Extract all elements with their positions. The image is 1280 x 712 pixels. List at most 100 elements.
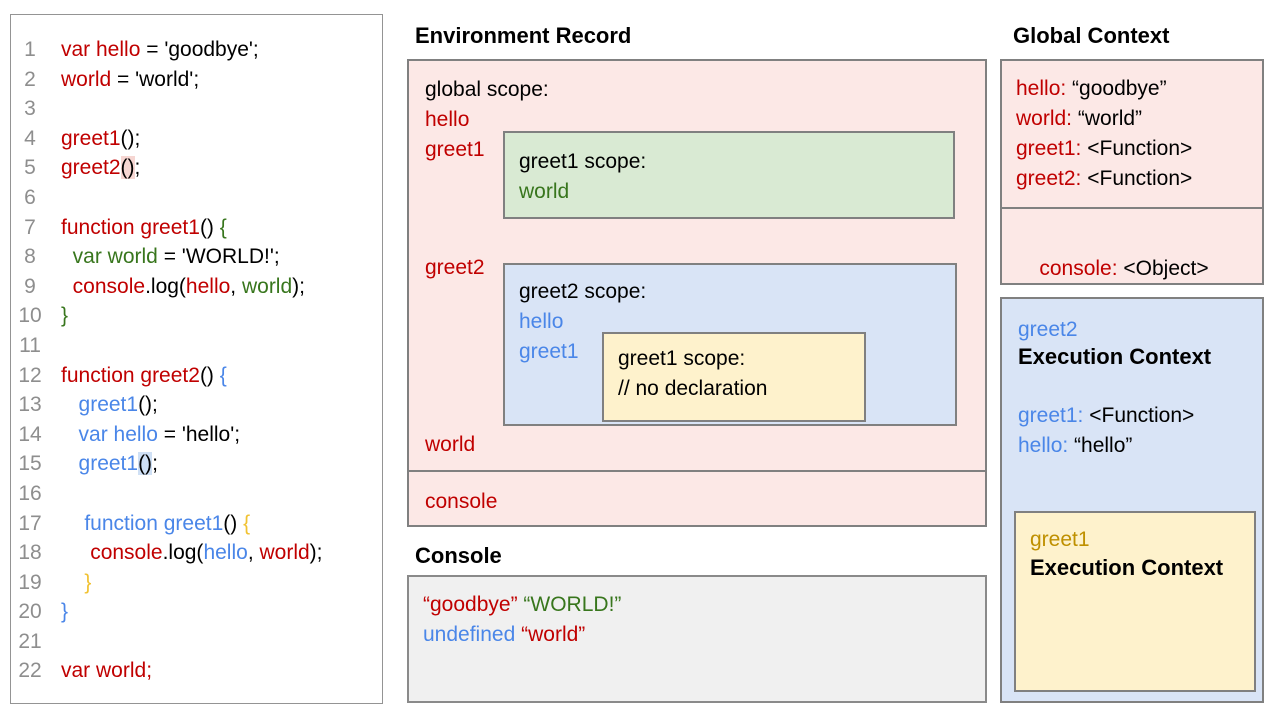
code-segment: var hello bbox=[78, 422, 158, 446]
code-segment: ; bbox=[134, 156, 141, 180]
code-segment: () bbox=[223, 511, 244, 535]
context-entry: greet1: <Function> bbox=[1018, 401, 1194, 431]
entry-key: greet2: bbox=[1016, 167, 1082, 190]
line-number: 7 bbox=[24, 215, 36, 239]
console-key: console: bbox=[1039, 257, 1118, 280]
code-segment bbox=[61, 541, 90, 564]
code-segment: hello bbox=[185, 274, 231, 298]
line-number: 22 bbox=[18, 659, 42, 683]
global-context-divider bbox=[1000, 207, 1264, 209]
code-segment: ); bbox=[292, 274, 305, 298]
no-declaration-comment: // no declaration bbox=[618, 377, 768, 400]
greet1-execution-context-box: greet1 Execution Context bbox=[1014, 511, 1256, 692]
global-context-console-entry: console: <Object> bbox=[1016, 224, 1209, 314]
code-segment: (); bbox=[138, 393, 158, 417]
code-line: 21 bbox=[11, 627, 382, 657]
code-line: 6 bbox=[11, 183, 382, 213]
entry-value: <Function> bbox=[1083, 404, 1195, 427]
context-entry: greet2: <Function> bbox=[1016, 164, 1192, 194]
console-output-line: undefined “world” bbox=[423, 620, 985, 650]
code-segment: “world” bbox=[521, 623, 586, 646]
code-segment: ); bbox=[309, 541, 323, 565]
entry-key: greet1: bbox=[1016, 137, 1082, 160]
code-line-text: function greet1() { bbox=[61, 213, 227, 243]
code-line: 8 var world = 'WORLD!'; bbox=[11, 242, 382, 272]
code-segment: function greet2 bbox=[61, 363, 200, 387]
code-segment: (); bbox=[120, 126, 141, 150]
environment-record-box: global scope: hello greet1 greet1 scope:… bbox=[407, 59, 987, 527]
global-context-box: hello: “goodbye”world: “world”greet1: <F… bbox=[1000, 59, 1264, 285]
console-box: “goodbye” “WORLD!” undefined “world” bbox=[407, 575, 987, 703]
greet2-scope-var-hello: hello bbox=[519, 310, 564, 333]
greet2-execution-context-box: greet2 Execution Context greet1: <Functi… bbox=[1000, 297, 1264, 703]
nested-greet1-scope-box: greet1 scope: // no declaration bbox=[602, 332, 866, 422]
code-line-text: } bbox=[61, 568, 91, 598]
console-lines: “goodbye” “WORLD!” undefined “world” bbox=[423, 590, 985, 650]
global-scope-label: global scope: bbox=[425, 78, 549, 101]
code-segment bbox=[61, 245, 73, 268]
code-segment: , bbox=[247, 541, 260, 565]
code-line-text: greet2(); bbox=[61, 153, 140, 183]
global-var-hello: hello bbox=[425, 108, 470, 131]
environment-record-heading: Environment Record bbox=[415, 23, 632, 48]
entry-value: “world” bbox=[1072, 107, 1143, 130]
code-segment: { bbox=[243, 511, 251, 535]
greet2-context-entries: greet1: <Function>hello: “hello” bbox=[1018, 401, 1194, 461]
context-entry: greet1: <Function> bbox=[1016, 134, 1192, 164]
code-segment: “WORLD!” bbox=[523, 593, 622, 616]
context-entry: hello: “goodbye” bbox=[1016, 74, 1192, 104]
line-number: 11 bbox=[19, 333, 41, 357]
code-line: 9 console.log(hello, world); bbox=[11, 272, 382, 302]
line-number: 3 bbox=[24, 97, 36, 121]
code-line-text: } bbox=[61, 301, 68, 331]
code-line-text: var world; bbox=[61, 656, 152, 686]
code-segment bbox=[61, 393, 79, 416]
global-var-console: console bbox=[425, 490, 498, 513]
environment-record-divider bbox=[407, 470, 987, 472]
code-segment: { bbox=[219, 363, 227, 387]
greet2-context-label: Execution Context bbox=[1018, 344, 1212, 369]
code-segment: greet1 bbox=[78, 452, 139, 476]
line-number: 14 bbox=[18, 422, 42, 446]
global-context-entries: hello: “goodbye”world: “world”greet1: <F… bbox=[1016, 74, 1192, 194]
code-segment: “goodbye” bbox=[423, 593, 518, 616]
line-number: 18 bbox=[18, 541, 42, 565]
code-segment: = 'world'; bbox=[111, 67, 200, 91]
line-number: 1 bbox=[24, 38, 36, 61]
entry-value: “goodbye” bbox=[1066, 77, 1167, 100]
code-line-text: greet1(); bbox=[61, 390, 158, 420]
code-line-text: greet1(); bbox=[61, 449, 158, 479]
code-line-text: } bbox=[61, 597, 68, 627]
global-var-world: world bbox=[425, 433, 476, 456]
code-segment: } bbox=[84, 570, 92, 594]
code-segment: , bbox=[230, 274, 242, 298]
entry-key: greet1: bbox=[1018, 404, 1084, 427]
line-number: 12 bbox=[18, 363, 42, 387]
line-number: 13 bbox=[18, 393, 42, 417]
code-segment: } bbox=[61, 600, 69, 624]
entry-value: <Function> bbox=[1081, 167, 1193, 190]
code-segment: { bbox=[219, 215, 227, 239]
code-segment: console bbox=[90, 541, 163, 565]
code-line: 13 greet1(); bbox=[11, 390, 382, 420]
line-number: 20 bbox=[18, 600, 42, 624]
code-line: 18 console.log(hello, world); bbox=[11, 538, 382, 568]
global-context-heading: Global Context bbox=[1013, 23, 1170, 48]
code-segment: world bbox=[259, 541, 310, 565]
code-segment: greet1 bbox=[78, 393, 139, 417]
code-segment: } bbox=[61, 304, 69, 328]
line-number: 4 bbox=[24, 126, 36, 150]
nested-greet1-scope-label: greet1 scope: bbox=[618, 347, 746, 370]
console-value: <Object> bbox=[1117, 257, 1209, 280]
context-entry: hello: “hello” bbox=[1018, 431, 1194, 461]
code-line-text: var world = 'WORLD!'; bbox=[61, 242, 280, 272]
code-segment: console bbox=[72, 274, 146, 298]
code-segment: = 'WORLD!'; bbox=[157, 245, 280, 269]
line-number: 17 bbox=[18, 511, 42, 535]
